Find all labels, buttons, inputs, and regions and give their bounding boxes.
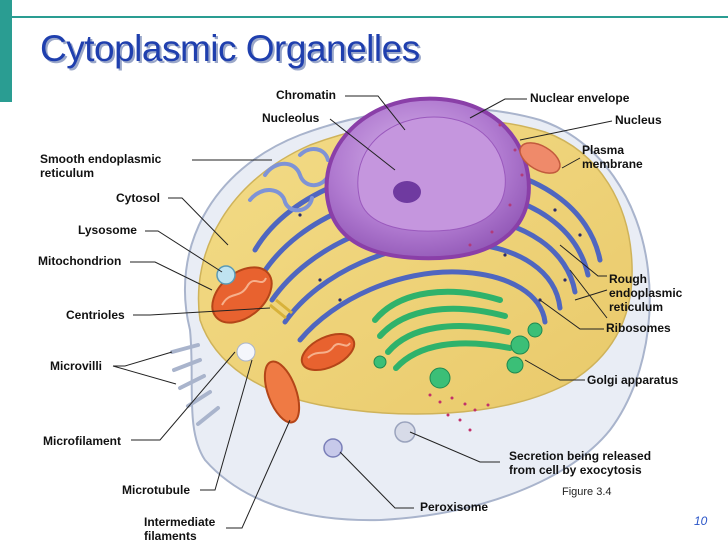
- nucleolus: [393, 181, 421, 203]
- label-rough-er-line1: Rough: [609, 272, 647, 286]
- label-nucleolus: Nucleolus: [262, 111, 320, 125]
- label-lysosome: Lysosome: [78, 223, 137, 237]
- vesicle: [236, 342, 256, 362]
- slide-title: Cytoplasmic Organelles: [40, 28, 420, 69]
- golgi-vesicles: [373, 322, 543, 389]
- label-chromatin: Chromatin: [276, 88, 336, 102]
- label-microfilament: Microfilament: [43, 434, 122, 448]
- golgi-apparatus: [372, 288, 513, 371]
- label-nucleus: Nucleus: [615, 113, 662, 127]
- label-smooth-er-line1: Smooth endoplasmic: [40, 152, 162, 166]
- label-peroxisome: Peroxisome: [420, 500, 489, 514]
- label-rough-er-line2: endoplasmic: [609, 286, 683, 300]
- label-golgi-apparatus: Golgi apparatus: [587, 373, 679, 387]
- label-microtubule: Microtubule: [122, 483, 190, 497]
- label-plasma-membrane-line1: Plasma: [582, 143, 625, 157]
- label-intermediate-line1: Intermediate: [144, 515, 216, 529]
- label-smooth-er-line2: reticulum: [40, 166, 95, 180]
- label-secretion-line1: Secretion being released: [509, 449, 652, 463]
- exocytosis-particles: [428, 393, 490, 432]
- label-centrioles: Centrioles: [66, 308, 125, 322]
- centrioles: [269, 298, 293, 320]
- microvilli: [170, 343, 220, 426]
- label-intermediate-line2: filaments: [144, 529, 197, 543]
- label-microvilli: Microvilli: [50, 359, 103, 373]
- label-nuclear-envelope: Nuclear envelope: [530, 91, 630, 105]
- plasma-vesicle: [519, 142, 561, 174]
- label-plasma-membrane-line2: membrane: [582, 157, 643, 171]
- label-rough-er-line3: reticulum: [609, 300, 664, 314]
- label-secretion-line2: from cell by exocytosis: [509, 463, 642, 477]
- accent-bar: [0, 0, 12, 102]
- secretory-vesicle: [394, 421, 416, 443]
- nucleus: [324, 96, 531, 261]
- mitochondrion-2: [300, 332, 356, 372]
- leader-lines: [112, 95, 613, 529]
- label-mitochondrion: Mitochondrion: [38, 254, 122, 268]
- label-cytosol: Cytosol: [116, 191, 161, 205]
- label-ribosomes: Ribosomes: [606, 321, 671, 335]
- figure-caption: Figure 3.4: [562, 486, 612, 498]
- smooth-er: [248, 147, 332, 213]
- page-number: 10: [694, 514, 708, 528]
- lysosome: [216, 265, 236, 285]
- accent-line: [12, 16, 728, 18]
- mitochondrion-3: [263, 360, 301, 424]
- peroxisome: [323, 438, 343, 458]
